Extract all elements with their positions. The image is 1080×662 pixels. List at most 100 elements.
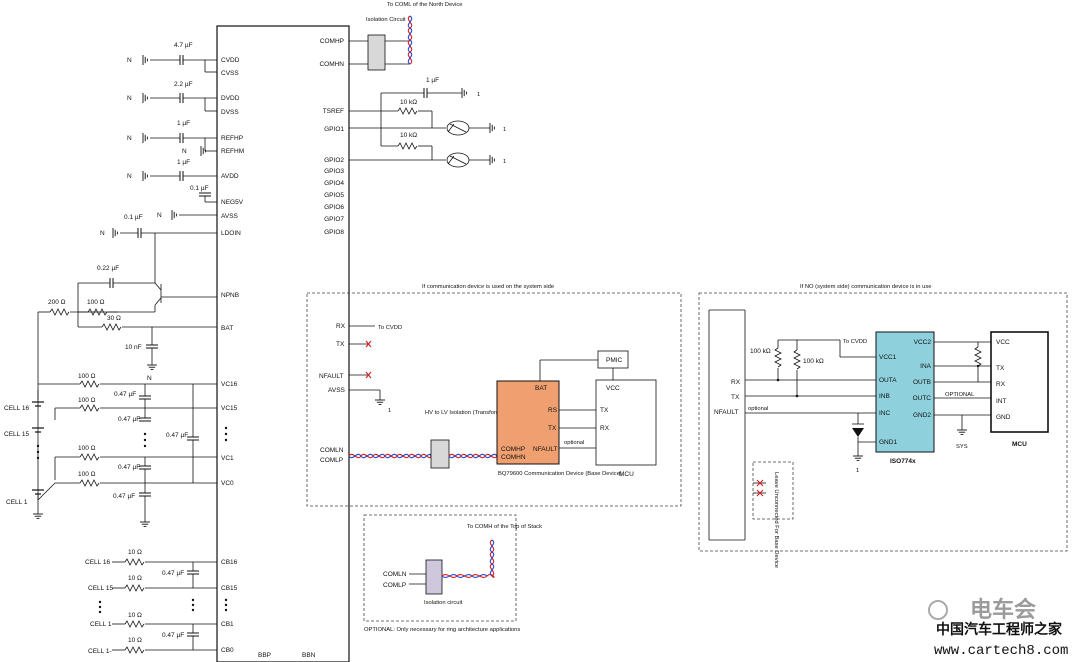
sys-mcu-tx: TX [600, 407, 609, 414]
leave-unconnected-label: Leave Unconnected For Base Device [773, 472, 779, 568]
ground-ref: 1 [503, 159, 506, 165]
iso-gnd2: GND2 [913, 412, 931, 419]
base-pin-bat: BAT [535, 385, 547, 392]
cell-15-bal-label: CELL 15 [88, 585, 113, 592]
no-to-cvdd: To CVDD [843, 339, 867, 345]
sys-optional: optional [564, 440, 584, 446]
no-nfault: NFAULT [714, 409, 738, 416]
no-mcu-box [990, 331, 1049, 433]
no-tx: TX [731, 394, 740, 401]
main-ic [216, 25, 350, 662]
cap-vc16-value: 0.47 µF [114, 391, 136, 398]
pin-avdd: AVDD [221, 173, 239, 180]
cell-16-bal-label: CELL 16 [85, 559, 110, 566]
cap-dvdd-value: 2.2 µF [174, 81, 193, 88]
iso-inc: INC [879, 410, 891, 417]
base-caption: BQ79600 Communication Device (Base Devic… [498, 471, 622, 477]
pin-gpio8: GPIO8 [324, 229, 344, 236]
n-label: N [127, 135, 132, 142]
no-r2-value: 100 kΩ [803, 358, 824, 365]
pin-tsref: TSREF [323, 108, 344, 115]
cap-bat-value: 10 nF [125, 344, 142, 351]
cell-balancing: CELL 16 10 Ω 0.47 µF CELL 15 10 Ω CELL 1… [85, 549, 228, 655]
sys-comlp: COMLP [320, 457, 343, 464]
decoupling-caps: 4.7 µF N 2.2 µF N 1 µF N N 1 µF N 0.1 µF… [100, 42, 217, 239]
res-cb0-value: 10 Ω [128, 637, 142, 644]
thermistor-network: 1 1 µF 10 kΩ 1 10 kΩ 1 [349, 77, 506, 168]
pin-cvdd: CVDD [221, 57, 240, 64]
iso-inb: INB [879, 393, 890, 400]
transformer-box [430, 439, 450, 469]
n-label: N [182, 148, 187, 155]
no-rx: RX [731, 379, 741, 386]
pin-gpio2: GPIO2 [324, 157, 344, 164]
isolation-label: Isolation Circuit [366, 17, 406, 23]
pin-comhp: COMHP [320, 38, 344, 45]
opt-isolation-box [425, 559, 443, 595]
mcu-tx: TX [996, 365, 1005, 372]
sys-comln: COMLN [320, 447, 344, 454]
cell-1-bal-label: CELL 1 [90, 621, 112, 628]
system-side-panel: If communication device is used on the s… [306, 284, 682, 507]
sys-gnd-label: SYS [956, 444, 968, 450]
cap-refhp-value: 1 µF [177, 120, 190, 127]
to-comh-label: To COMH of the Top of Stack [467, 524, 542, 530]
pin-ldoin: LDOIN [221, 230, 241, 237]
sys-to-cvdd: To CVDD [378, 325, 402, 331]
pin-neg5v: NEG5V [221, 199, 244, 206]
left-pin-labels: CVDD CVSS DVDD DVSS REFHP REFHM AVDD NEG… [221, 57, 244, 654]
opt-iso-label: Isolation circuit [424, 600, 463, 606]
right-pin-labels: COMHP COMHN TSREF GPIO1 GPIO2 GPIO3 GPIO… [319, 38, 344, 236]
base-pin-comhn: COMHN [501, 454, 526, 461]
opt-comlp: COMLP [383, 582, 406, 589]
iso774x-device [875, 331, 935, 453]
no-optional-small: optional [748, 406, 768, 412]
to-coml-north-label: To COML of the North Device [387, 2, 463, 8]
pin-cvss: CVSS [221, 70, 239, 77]
pin-gpio1: GPIO1 [324, 126, 344, 133]
cap-neg5v-value: 0.1 µF [190, 185, 209, 192]
cap-ldoin-value: 0.1 µF [124, 214, 143, 221]
pin-vc1: VC1 [221, 455, 234, 462]
top-isolation: Isolation Circuit To COML of the North D… [349, 2, 463, 71]
res-cb16-value: 10 Ω [128, 549, 142, 556]
pin-npnb: NPNB [221, 292, 239, 299]
n-label: N [147, 375, 152, 382]
ground-ref: 1 [503, 127, 506, 133]
pin-gpio5: GPIO5 [324, 192, 344, 199]
cell-stack: 100 Ω 0.47 µF 100 Ω 0.47 µF 0.47 µF CELL… [4, 373, 228, 527]
watermark-url: www.cartech8.com [934, 643, 1068, 659]
sys-mcu-box [595, 379, 657, 466]
res-100-value: 100 Ω [87, 299, 105, 306]
cap-tsref-value: 1 µF [426, 77, 439, 84]
no-mcu-label: MCU [1012, 441, 1027, 448]
transformer-label: HV to LV Isolation (Transformer) [425, 410, 508, 416]
res-ntc1-value: 10 kΩ [400, 99, 417, 106]
res-ntc2-value: 10 kΩ [400, 132, 417, 139]
base-pin-nfault: NFAULT [533, 446, 557, 453]
cap-vc0-value: 0.47 µF [113, 493, 135, 500]
iso-name: ISO774x [890, 458, 916, 465]
n-label: N [127, 173, 132, 180]
pin-dvdd: DVDD [221, 95, 240, 102]
mcu-int: INT [996, 398, 1007, 405]
pin-bbp: BBP [258, 652, 271, 659]
optional-note: OPTIONAL: Only necessary for ring archit… [364, 627, 520, 633]
system-side-title: If communication device is used on the s… [422, 284, 554, 290]
sys-mcu-label: MCU [619, 471, 634, 478]
isolation-circuit-box [367, 34, 386, 71]
no-optional: OPTIONAL [945, 392, 975, 398]
pmic-label: PMIC [606, 357, 623, 364]
opt-comln: COMLN [383, 571, 407, 578]
base-pin-comhp: COMHP [501, 446, 525, 453]
mcu-rx: RX [996, 381, 1006, 388]
pin-bbn: BBN [302, 652, 316, 659]
res-30-value: 30 Ω [107, 315, 121, 322]
pin-cb0: CB0 [221, 647, 234, 654]
pin-cb15: CB15 [221, 585, 238, 592]
mcu-gnd: GND [996, 414, 1011, 421]
iso-gnd1: GND1 [879, 439, 897, 446]
iso-ina: INA [920, 363, 932, 370]
iso-outb: OUTB [913, 379, 931, 386]
